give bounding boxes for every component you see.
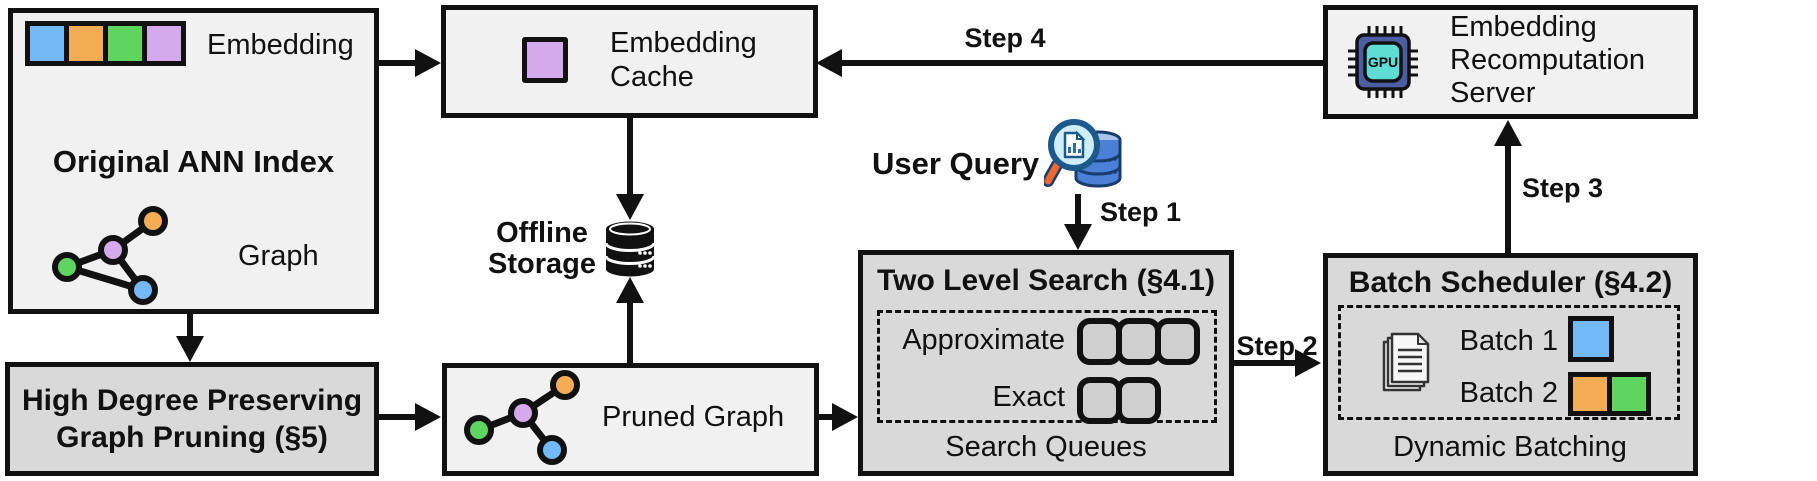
embedding-cache-line2: Cache — [610, 61, 694, 93]
embedding-cache-box — [441, 5, 818, 118]
arrow-ann-to-cache-shaft — [379, 60, 417, 66]
graph-label: Graph — [238, 240, 319, 272]
embedding-cache-title: Embedding Cache — [610, 26, 757, 94]
embedding-label: Embedding — [207, 29, 354, 61]
exact-queue-icons — [1077, 377, 1161, 424]
documents-icon — [1382, 332, 1430, 392]
arrow-pruned-to-search-shaft — [819, 414, 835, 420]
batch1-item-blue — [1568, 316, 1614, 362]
embedding-cell-green — [103, 21, 147, 66]
gpu-chip-icon: GPU — [1348, 26, 1418, 98]
arrow-step3-head — [1494, 120, 1522, 146]
original-ann-index-title: Original ANN Index — [52, 144, 335, 179]
arrow-pruned-to-storage-shaft — [627, 300, 633, 363]
embedding-vector-icon — [25, 21, 186, 66]
batch1-items — [1568, 316, 1614, 362]
arrow-ann-to-pruning-shaft — [187, 314, 193, 338]
arrow-step1-shaft — [1075, 194, 1081, 226]
search-queues-dashed-region — [877, 310, 1217, 423]
step4-label: Step 4 — [964, 23, 1046, 53]
user-query-label: User Query — [872, 146, 1040, 181]
search-queues-label: Search Queues — [945, 431, 1147, 463]
batch2-label: Batch 2 — [1459, 377, 1558, 409]
recomputation-server-line2: Recomputation — [1450, 44, 1646, 76]
embedding-cache-line1: Embedding — [610, 27, 757, 59]
arrow-pruned-to-storage-head — [616, 277, 644, 303]
arrow-step4-shaft — [842, 60, 1323, 66]
arrow-step4-head — [816, 49, 842, 77]
original-graph-icon — [52, 206, 168, 305]
offline-storage-label: Offline Storage — [478, 218, 606, 280]
offline-storage-line2: Storage — [488, 248, 596, 280]
embedding-cell-orange — [64, 21, 108, 66]
step1-label: Step 1 — [1100, 197, 1182, 227]
batch2-item-green — [1607, 372, 1651, 416]
step2-label: Step 2 — [1236, 331, 1318, 361]
arrow-step2-head — [1295, 349, 1321, 377]
step3-label: Step 3 — [1522, 173, 1604, 203]
arrow-step1-head — [1064, 224, 1092, 250]
user-query-icon — [1044, 119, 1122, 188]
cached-embedding-icon — [522, 37, 568, 83]
offline-storage-line1: Offline — [496, 217, 588, 249]
batch-scheduler-box — [1323, 253, 1698, 476]
arrow-pruning-to-pruned-head — [415, 403, 441, 431]
recomputation-server-title: Embedding Recomputation Server — [1450, 11, 1645, 110]
two-level-search-title: Two Level Search (§4.1) — [877, 264, 1215, 297]
dynamic-batching-dashed-region — [1338, 305, 1680, 420]
approximate-label: Approximate — [902, 324, 1065, 356]
arrow-pruning-to-pruned-shaft — [379, 414, 417, 420]
arrow-step3-shaft — [1505, 144, 1511, 253]
gpu-chip-label: GPU — [1368, 54, 1398, 70]
graph-pruning-title-line2: Graph Pruning (§5) — [56, 421, 328, 454]
batch2-item-orange — [1568, 372, 1612, 416]
approximate-queue-icons — [1077, 318, 1200, 365]
recomputation-server-line1: Embedding — [1450, 11, 1597, 43]
pruned-graph-icon — [464, 370, 580, 465]
batch2-items — [1568, 372, 1651, 416]
recomputation-server-line3: Server — [1450, 77, 1536, 109]
exact-label: Exact — [992, 381, 1065, 413]
arrow-cache-to-storage-shaft — [627, 118, 633, 196]
pruned-graph-label: Pruned Graph — [602, 401, 785, 433]
arrow-step2-shaft — [1233, 360, 1297, 366]
arrow-pruned-to-search-head — [832, 403, 858, 431]
embedding-cell-purple — [142, 21, 186, 66]
embedding-cell-blue — [25, 21, 69, 66]
queue-slot-icon — [1116, 377, 1161, 424]
arrow-ann-to-cache-head — [415, 49, 441, 77]
arrow-ann-to-pruning-head — [176, 336, 204, 362]
dynamic-batching-label: Dynamic Batching — [1393, 431, 1627, 463]
graph-pruning-box: High Degree Preserving Graph Pruning (§5… — [5, 362, 379, 476]
arrow-cache-to-storage-head — [616, 194, 644, 220]
batch1-label: Batch 1 — [1459, 325, 1558, 357]
batch-scheduler-title: Batch Scheduler (§4.2) — [1348, 266, 1673, 299]
graph-pruning-title-line1: High Degree Preserving — [21, 384, 363, 417]
queue-slot-icon — [1155, 318, 1200, 365]
offline-storage-database-icon — [604, 221, 656, 277]
